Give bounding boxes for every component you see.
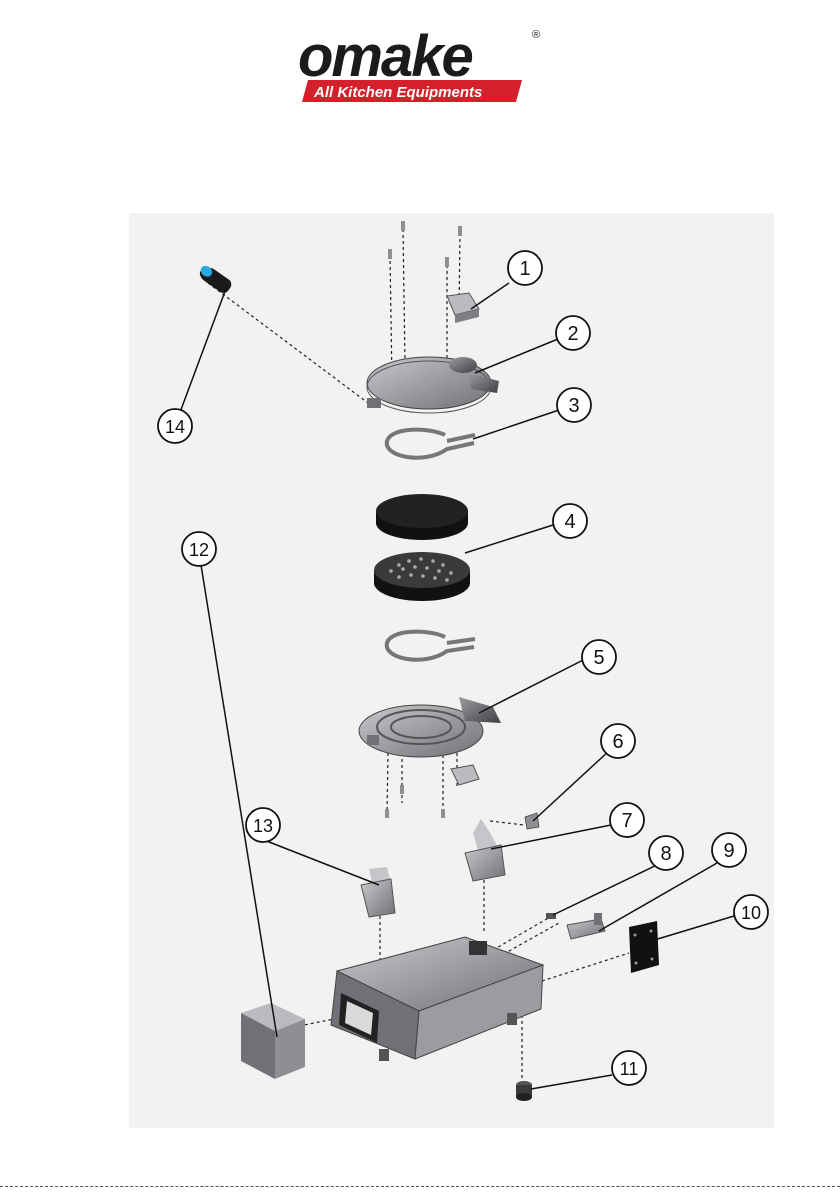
callout-label-6: 6 [612,731,623,753]
callout-label-11: 11 [620,1059,639,1079]
callout-label-5: 5 [593,647,604,669]
callout-label-10: 10 [741,903,761,923]
part-1-bracket [447,293,479,323]
part-6-clip [525,813,539,829]
part-5-lower-plate [359,697,501,785]
diagram-svg: 1 2 3 4 5 6 7 8 9 10 11 12 13 14 [129,213,774,1128]
part-handle-knob [197,264,233,296]
part-base-housing [331,937,543,1061]
part-10-cover-plate [629,921,659,973]
part-lower-screws [385,785,445,818]
part-lower-heating-element [387,632,475,660]
callout-label-12: 12 [189,540,209,560]
part-top-screws [388,221,462,267]
callout-label-2: 2 [567,323,578,345]
callout-label-7: 7 [621,810,632,832]
part-7-hinge [465,819,505,881]
part-11-foot [516,1081,532,1101]
part-2-upper-plate [367,357,499,413]
callout-label-1: 1 [519,258,530,280]
part-3-heating-element [387,430,475,458]
exploded-parts-diagram: 1 2 3 4 5 6 7 8 9 10 11 12 13 14 [129,213,774,1128]
callout-label-3: 3 [568,395,579,417]
logo-wordmark: omake [298,24,473,89]
logo-tagline: All Kitchen Equipments [313,84,482,101]
callout-label-8: 8 [660,843,671,865]
callout-label-14: 14 [165,417,185,437]
part-4-baking-plates [374,494,470,601]
page-bottom-rule [0,1186,840,1187]
callout-label-9: 9 [723,840,734,862]
omake-logo: omake ® All Kitchen Equipments [296,24,546,106]
callout-label-13: 13 [253,816,273,836]
logo-registered-mark: ® [532,29,540,41]
part-9-thermostat [567,913,605,939]
part-13-hinge [361,867,395,917]
callout-label-4: 4 [564,511,575,533]
